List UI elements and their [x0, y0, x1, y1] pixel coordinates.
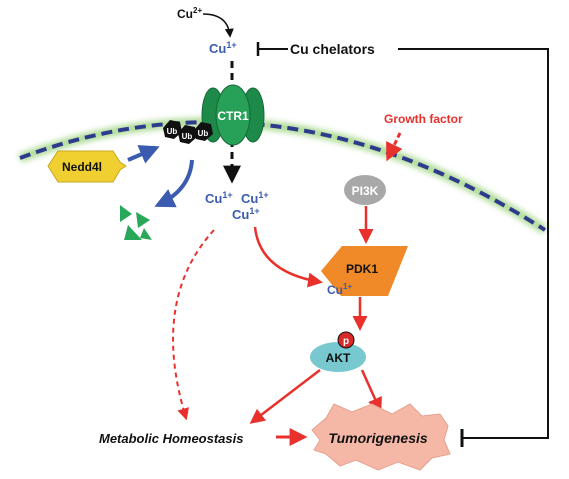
nedd4l-shape [47, 150, 127, 183]
akt-to-tumor-arrow [360, 369, 382, 413]
cell-membrane [18, 117, 548, 234]
cu1-intracellular-2: Cu1+ [241, 190, 269, 206]
ctr1-label: CTR1 [217, 109, 249, 123]
cu-to-metabolic-dashed-arrow [172, 229, 215, 421]
ubiquitin-chain: Ub Ub Ub [163, 120, 213, 144]
tumorigenesis-label: Tumorigenesis [328, 430, 428, 446]
nedd4l-label: Nedd4l [62, 160, 102, 174]
cu1-pdk1-label: Cu1+ [327, 282, 352, 297]
cu-to-pdk1-arrow [253, 226, 323, 288]
cu1-top-label: Cu1+ [209, 40, 237, 56]
ctr1-transporter [201, 84, 265, 146]
cu1-intracellular-1: Cu1+ [205, 190, 233, 206]
phospho-label: p [343, 336, 349, 347]
ub-label-2: Ub [182, 132, 193, 141]
cu-reduction-arrow [202, 13, 234, 38]
cu-chelators-label: Cu chelators [290, 41, 375, 57]
nedd4l-to-ub-arrow [127, 145, 160, 164]
phospho-badge [337, 331, 355, 349]
tumor-shape [311, 403, 451, 471]
chelator-to-tumor-inhibition [398, 48, 549, 447]
degraded-fragments-icon [120, 205, 152, 240]
akt-to-metabolic-arrow [249, 369, 321, 424]
ub-label-1: Ub [167, 127, 178, 136]
pdk1-node [321, 246, 408, 296]
pi3k-label: PI3K [352, 184, 379, 198]
akt-node [310, 342, 366, 372]
ub-label-3: Ub [198, 129, 209, 138]
cu2-label: Cu2+ [177, 6, 202, 21]
degradation-arrow [154, 159, 194, 208]
pi3k-node [344, 175, 386, 205]
pdk1-label: PDK1 [346, 262, 378, 276]
growth-factor-label: Growth factor [384, 112, 463, 126]
cu1-intracellular-3: Cu1+ [232, 206, 260, 222]
akt-label: AKT [326, 351, 351, 365]
growth-factor-arrow [386, 132, 403, 162]
chelator-inhibition [256, 42, 288, 56]
metabolic-homeostasis-label: Metabolic Homeostasis [99, 431, 244, 446]
